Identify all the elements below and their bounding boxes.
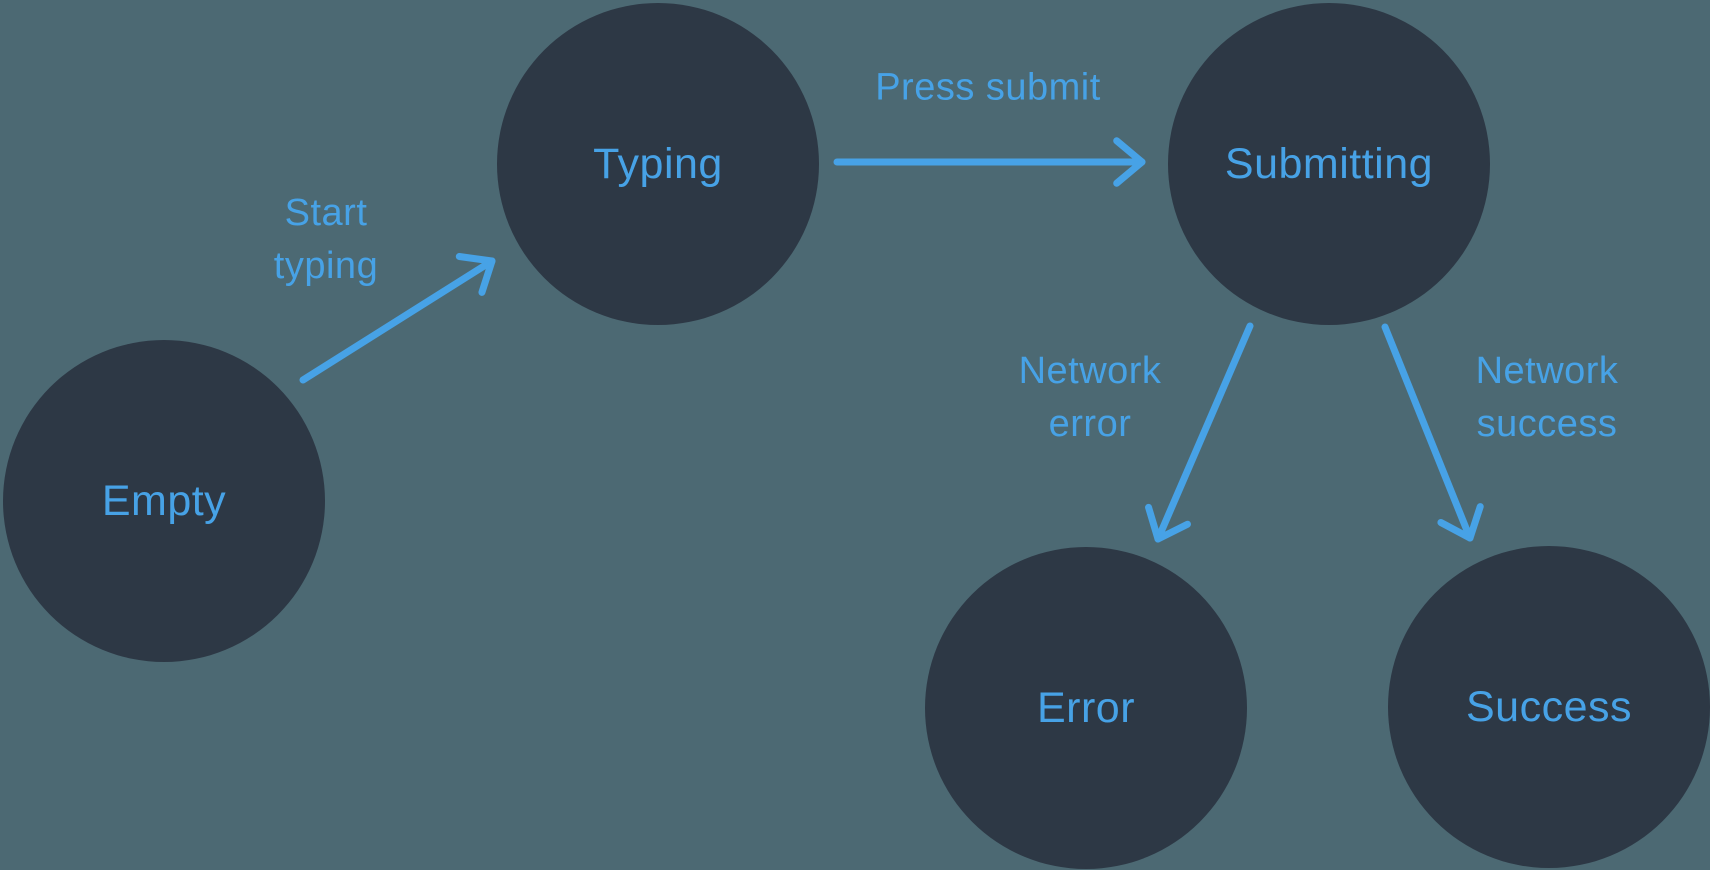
transition-label-line: Network	[1475, 350, 1619, 392]
transition-label-line: typing	[273, 245, 379, 287]
state-node-typing: Typing	[497, 3, 819, 325]
state-node-submitting: Submitting	[1168, 3, 1490, 325]
transition-label-line: error	[1048, 403, 1132, 445]
state-node-error: Error	[925, 547, 1247, 869]
transition-arrow-network-error	[1145, 322, 1254, 543]
state-node-success: Success	[1388, 546, 1710, 868]
transition-label-line: Press submit	[875, 66, 1101, 109]
state-label-submitting: Submitting	[1224, 139, 1434, 188]
transition-label-press-submit: Press submit	[875, 62, 1101, 115]
state-label-typing: Typing	[593, 139, 723, 188]
state-label-empty: Empty	[101, 476, 227, 525]
transition-label-line: success	[1476, 403, 1618, 445]
transition-label-start-typing: Start typing	[274, 187, 378, 293]
state-label-success: Success	[1465, 682, 1632, 731]
transition-arrow-network-success	[1381, 323, 1484, 542]
state-label-error: Error	[1036, 683, 1136, 732]
transition-label-line: Network	[1018, 350, 1162, 392]
transition-label-network-success: Network success	[1476, 345, 1619, 451]
state-node-empty: Empty	[3, 340, 325, 662]
transition-label-network-error: Network error	[1019, 345, 1162, 451]
transition-arrow-start-typing	[299, 253, 496, 384]
transition-label-line: Start	[284, 192, 368, 234]
transition-arrow-press-submit	[833, 137, 1146, 187]
